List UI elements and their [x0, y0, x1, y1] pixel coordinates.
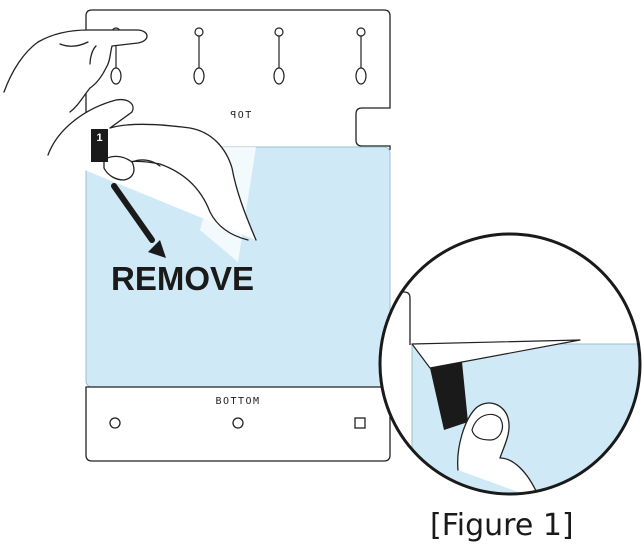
lower-hole-left: [109, 417, 121, 429]
magnified-tab: [430, 362, 468, 430]
device-board: [85, 9, 391, 150]
board-bottom-label: BOTTOM: [215, 396, 260, 407]
tab-number: 1: [96, 132, 102, 144]
hand-top: [3, 29, 148, 113]
remove-arrow: [111, 183, 166, 258]
magnified-peeling-film: [411, 339, 581, 369]
hand-peeling-finger: [131, 159, 161, 167]
lower-hole-square: [354, 417, 366, 429]
hand-top-outline: [3, 29, 148, 113]
slot-2: [193, 27, 205, 85]
remove-label: REMOVE: [111, 260, 254, 297]
lower-hole-middle: [232, 417, 244, 429]
board-top-label: TOP: [229, 110, 252, 121]
slot-4: [355, 27, 367, 85]
figure-caption-container: [Figure 1]: [0, 508, 642, 548]
magnified-detail: [378, 232, 642, 496]
board-lower: [85, 386, 391, 462]
slot-3: [273, 27, 285, 85]
hand-top-knuckle: [59, 41, 89, 47]
magnified-border: [378, 232, 642, 496]
figure-caption: [Figure 1]: [430, 508, 574, 543]
hand-top-finger-line: [89, 45, 97, 65]
tab-marker: [91, 129, 108, 162]
hand-peeling-thumb: [103, 155, 135, 181]
magnified-thumb: [471, 413, 503, 441]
board-slots: [110, 27, 367, 85]
board-left-edge: [85, 9, 93, 150]
board-upper-outline: [92, 9, 391, 150]
